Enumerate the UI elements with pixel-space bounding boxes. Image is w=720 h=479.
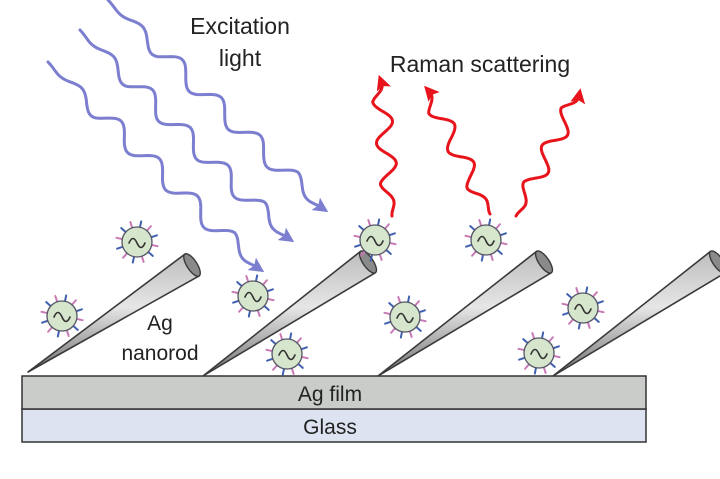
raman-waves	[371, 74, 586, 218]
nanorod-3	[377, 250, 554, 377]
molecule-4	[265, 332, 309, 376]
molecule-9	[517, 331, 561, 375]
molecule-7	[383, 295, 427, 339]
raman-wave-1	[371, 74, 398, 218]
raman-wave-3	[514, 88, 586, 218]
raman-wave-2	[424, 85, 492, 216]
molecule-8	[561, 286, 605, 330]
molecule-6	[464, 218, 508, 262]
raman-label: Raman scattering	[390, 51, 570, 77]
molecule-2	[40, 294, 84, 338]
glass-label: Glass	[303, 416, 357, 439]
nanorod-4	[552, 250, 720, 377]
nanorod-1	[27, 253, 201, 373]
analyte-molecules	[40, 218, 605, 376]
molecule-3	[231, 274, 275, 318]
excitation-waves	[46, 0, 329, 273]
ag-nanorods	[27, 250, 720, 377]
molecule-1	[115, 220, 159, 264]
excitation-wave-2	[78, 28, 295, 243]
excitation-wave-1	[46, 60, 265, 273]
ag-film-layer	[21, 375, 647, 410]
glass-layer	[21, 408, 647, 443]
excitation-label-line2: light	[219, 45, 262, 71]
ag-nanorod-label-line1: Ag	[147, 312, 173, 335]
ag-film-label: Ag film	[298, 383, 362, 406]
excitation-label-line1: Excitation	[190, 13, 290, 39]
molecule-5	[353, 218, 397, 262]
ag-nanorod-label-line2: nanorod	[121, 342, 198, 365]
excitation-wave-3	[106, 0, 329, 213]
